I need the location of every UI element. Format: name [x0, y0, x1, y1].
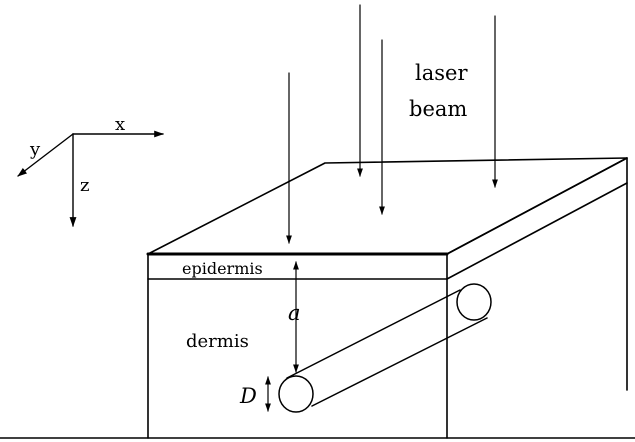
- coordinate-axes: x y z: [17, 114, 164, 227]
- x-axis-label: x: [115, 114, 125, 135]
- epidermis-boundary-side: [446, 182, 628, 280]
- laser-beam-label-line1: laser: [415, 61, 468, 85]
- laser-beam: laser beam: [286, 4, 498, 244]
- epidermis-label: epidermis: [182, 259, 263, 278]
- skin-block: [0, 157, 635, 439]
- vessel-far-end: [456, 283, 492, 321]
- side-top-edge: [446, 157, 628, 255]
- laser-beam-label-line2: beam: [409, 97, 467, 121]
- dermis-label: dermis: [186, 331, 249, 352]
- depth-dimension: a: [288, 261, 301, 373]
- z-axis-label: z: [80, 175, 89, 196]
- diameter-label: D: [239, 384, 257, 408]
- depth-label: a: [288, 301, 301, 325]
- y-axis-label: y: [29, 139, 41, 160]
- skin-top-surface: [147, 157, 628, 255]
- vessel-top-edge: [286, 289, 461, 379]
- vessel-near-end: [278, 375, 314, 413]
- blood-vessel: [278, 283, 492, 413]
- y-axis-arrow: [17, 133, 74, 177]
- vessel-bottom-edge: [311, 317, 488, 407]
- diameter-dimension: D: [239, 376, 271, 412]
